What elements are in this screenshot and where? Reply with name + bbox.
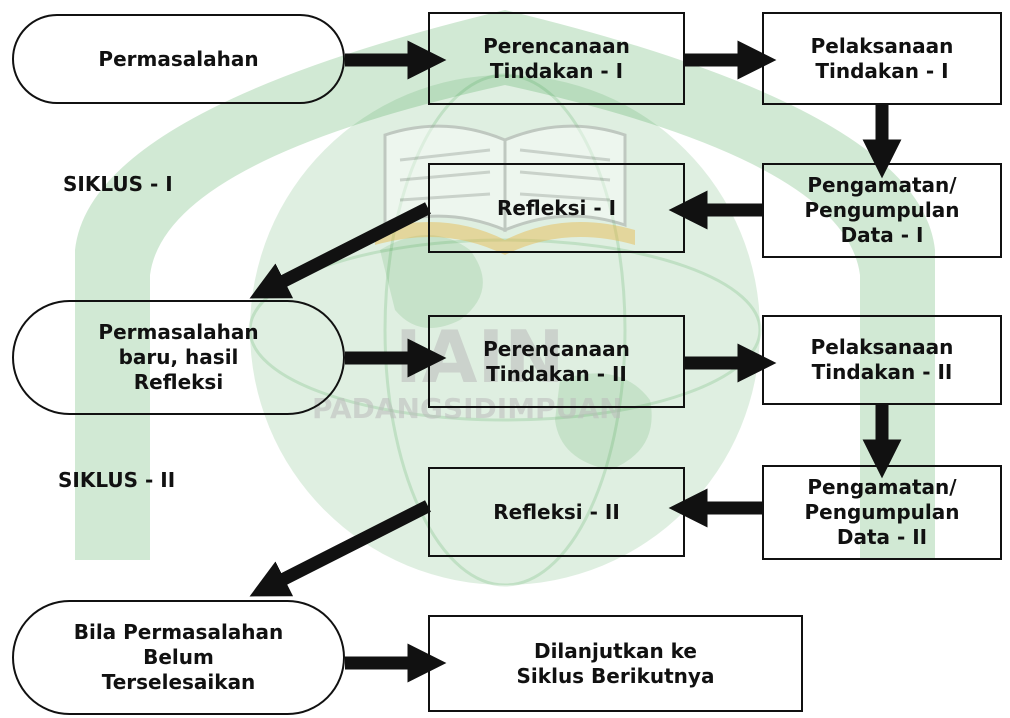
node-permasalahan-baru: Permasalahan baru, hasil Refleksi [12, 300, 345, 415]
node-pelaksanaan-tindakan-2: Pelaksanaan Tindakan - II [762, 315, 1002, 405]
node-permasalahan: Permasalahan [12, 14, 345, 104]
node-refleksi-1: Refleksi - I [428, 163, 685, 253]
arrow-refleksi-2-to-bila-belum [249, 500, 431, 597]
node-pengamatan-1: Pengamatan/ Pengumpulan Data - I [762, 163, 1002, 258]
node-perencanaan-tindakan-2: Perencanaan Tindakan - II [428, 315, 685, 408]
cycle-label-siklus-1: SIKLUS - I [63, 172, 173, 196]
watermark-book [375, 124, 635, 255]
node-bila-permasalahan-belum-terselesaikan: Bila Permasalahan Belum Terselesaikan [12, 600, 345, 715]
node-pelaksanaan-tindakan-1: Pelaksanaan Tindakan - I [762, 12, 1002, 105]
node-dilanjutkan-ke-siklus-berikutnya: Dilanjutkan ke Siklus Berikutnya [428, 615, 803, 712]
node-perencanaan-tindakan-1: Perencanaan Tindakan - I [428, 12, 685, 105]
watermark-arch [75, 10, 935, 560]
watermark-subtitle: PADANGSIDIMPUAN [312, 392, 623, 425]
node-pengamatan-2: Pengamatan/ Pengumpulan Data - II [762, 465, 1002, 560]
node-refleksi-2: Refleksi - II [428, 467, 685, 557]
arrow-refleksi-1-to-permasalahan-baru [249, 202, 431, 299]
cycle-label-siklus-2: SIKLUS - II [58, 468, 176, 492]
watermark-globe [250, 75, 760, 585]
